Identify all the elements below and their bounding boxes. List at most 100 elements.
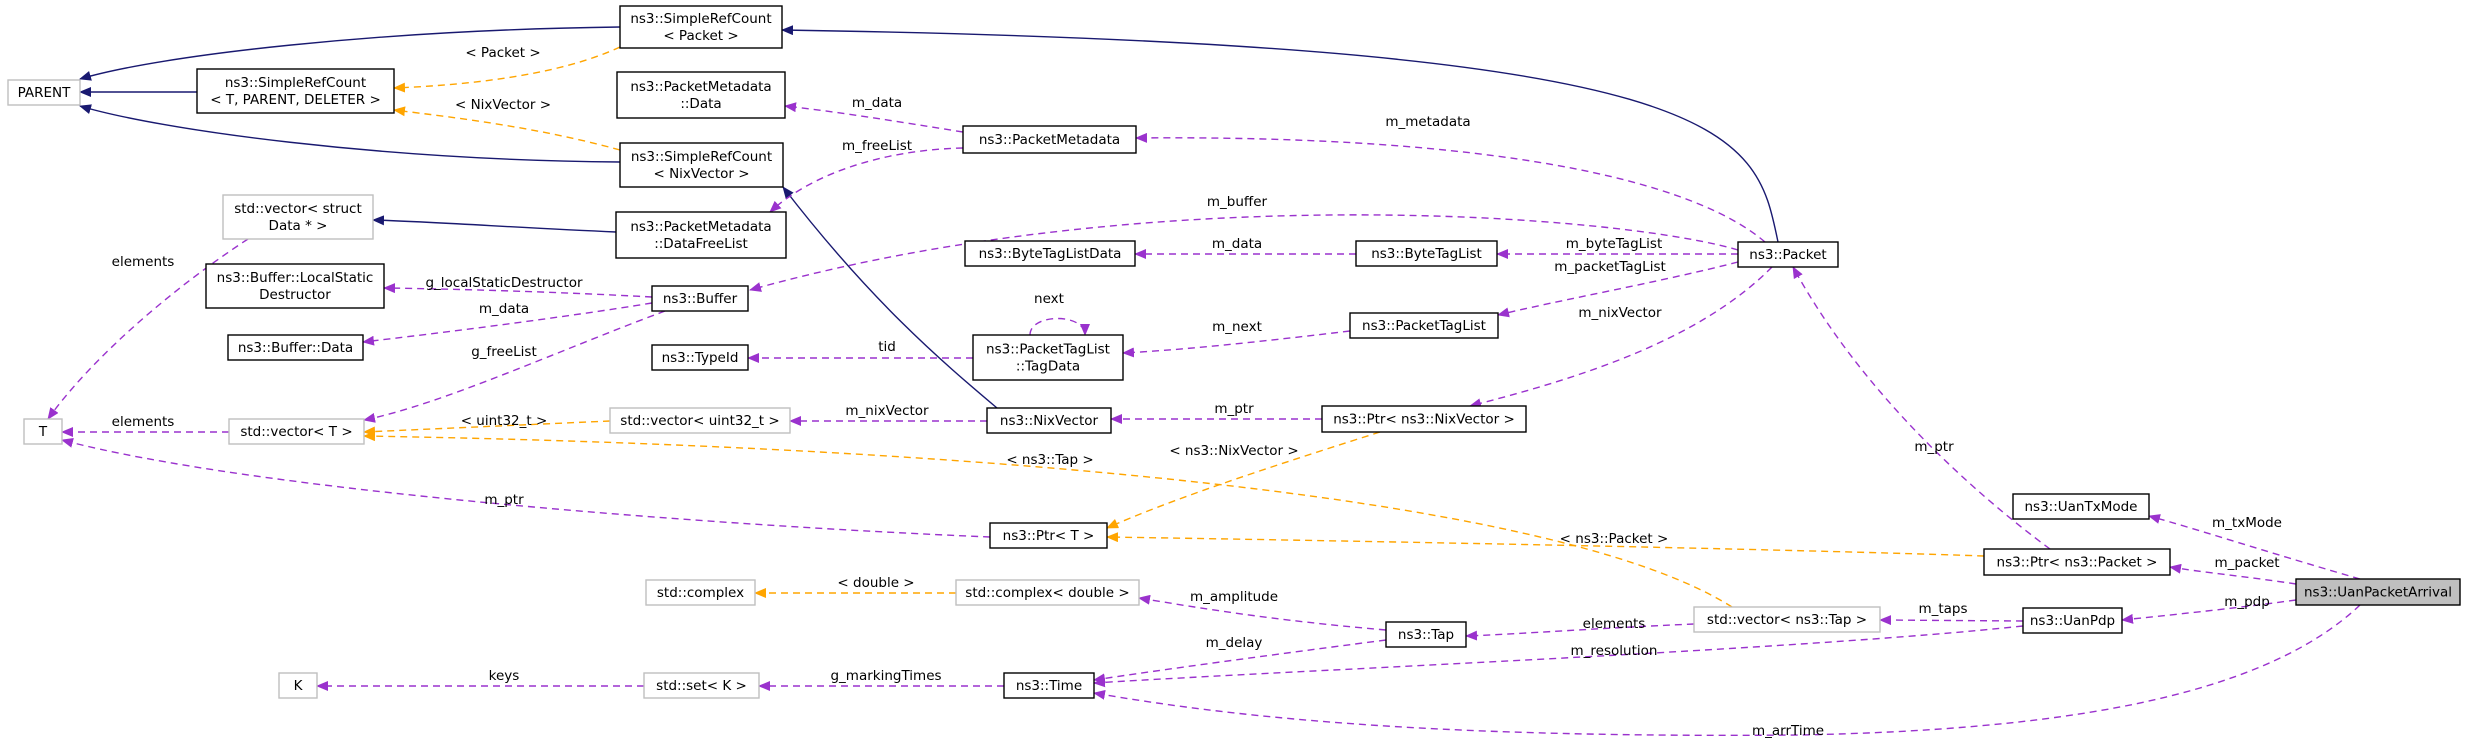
edge-uanpdp-to-vectap	[1879, 615, 2024, 626]
node-label: ns3::Ptr< T >	[1003, 528, 1095, 544]
node-label: < T, PARENT, DELETER >	[210, 92, 381, 108]
node-nixvector[interactable]: ns3::NixVector	[986, 407, 1112, 434]
node-packet[interactable]: ns3::Packet	[1737, 241, 1839, 268]
node-uantxmode[interactable]: ns3::UanTxMode	[2012, 493, 2150, 520]
node-box	[962, 125, 1137, 154]
edge-tap-to-time	[1093, 639, 1387, 684]
node-packetmetadata[interactable]: ns3::PacketMetadata	[962, 125, 1137, 154]
node-parent[interactable]: PARENT	[7, 79, 81, 106]
edge-label-next: next	[1034, 291, 1064, 307]
edge-label-m-ptr: m_ptr	[1914, 439, 1954, 455]
node-label: ns3::Buffer::LocalStatic	[217, 270, 374, 286]
node-k[interactable]: K	[278, 672, 318, 699]
node-label: ns3::PacketMetadata	[630, 79, 771, 95]
node-box	[222, 194, 374, 240]
node-label: ns3::PacketMetadata	[979, 132, 1120, 148]
edge-packettaglist-to-ptl-tagdata	[1122, 330, 1351, 358]
node-packettaglist[interactable]: ns3::PacketTagList	[1349, 312, 1499, 339]
node-box	[651, 285, 749, 312]
node-box	[615, 211, 787, 259]
node-label: ns3::TypeId	[662, 350, 739, 366]
node-box	[964, 240, 1136, 267]
edge-label-ns3-tap: < ns3::Tap >	[1006, 452, 1093, 468]
node-label: std::complex< double >	[965, 585, 1129, 601]
node-label: ns3::ByteTagListData	[979, 246, 1122, 262]
edge-label-elements: elements	[112, 254, 175, 270]
node-box	[651, 344, 749, 371]
edge-buffer-to-buffer-data	[362, 302, 653, 346]
node-uanpdp[interactable]: ns3::UanPdp	[2022, 607, 2123, 634]
node-vectap[interactable]: std::vector< ns3::Tap >	[1693, 606, 1881, 633]
node-buffer-data[interactable]: ns3::Buffer::Data	[227, 334, 364, 361]
edge-uanpacketarrival-to-time	[1093, 604, 2361, 737]
edge-labels-layer: < Packet > < NixVector > m_data m_freeListm…	[112, 45, 2282, 739]
node-ptrt[interactable]: ns3::Ptr< T >	[989, 522, 1108, 549]
node-label: ns3::Ptr< ns3::Packet >	[1997, 555, 2158, 571]
edge-label-m-arrtime: m_arrTime	[1752, 723, 1824, 739]
node-vecuint[interactable]: std::vector< uint32_t >	[609, 407, 791, 434]
node-label: ns3::ByteTagList	[1371, 246, 1482, 262]
node-label: std::vector< uint32_t >	[620, 413, 779, 429]
edge-packet-to-packettaglist	[1497, 261, 1739, 318]
node-vect[interactable]: std::vector< T >	[228, 418, 365, 445]
node-buffer[interactable]: ns3::Buffer	[651, 285, 749, 312]
edge-label-m-freelist: m_freeList	[842, 138, 912, 154]
node-tap[interactable]: ns3::Tap	[1385, 621, 1467, 648]
node-pm-data[interactable]: ns3::PacketMetadata::Data	[616, 71, 786, 119]
node-label: < NixVector >	[653, 166, 749, 182]
edge-src-nix-to-src-tpd	[393, 106, 621, 151]
node-ptrpacket[interactable]: ns3::Ptr< ns3::Packet >	[1983, 548, 2171, 576]
node-ptl-tagdata[interactable]: ns3::PacketTagList::TagData	[972, 334, 1124, 381]
node-label: ns3::PacketTagList	[986, 342, 1110, 358]
node-box	[1737, 241, 1839, 268]
edge-uanpacketarrival-to-ptrpacket	[2169, 563, 2297, 585]
node-label: ns3::SimpleRefCount	[630, 11, 771, 27]
node-bytetaglist[interactable]: ns3::ByteTagList	[1355, 240, 1498, 267]
node-box	[619, 5, 783, 49]
edge-label-g-localstaticdestructor: g_localStaticDestructor	[425, 275, 582, 291]
edge-ptrpacket-to-ptrt	[1106, 532, 1985, 557]
node-src-nix[interactable]: ns3::SimpleRefCount< NixVector >	[619, 142, 784, 188]
node-time[interactable]: ns3::Time	[1003, 672, 1095, 699]
node-complexdouble[interactable]: std::complex< double >	[955, 579, 1140, 606]
node-label: ns3::Time	[1016, 678, 1082, 694]
edge-label-g-markingtimes: g_markingTimes	[830, 668, 941, 684]
node-ptrnix[interactable]: ns3::Ptr< ns3::NixVector >	[1321, 405, 1527, 433]
node-box	[1321, 405, 1527, 433]
node-label: ::DataFreeList	[654, 236, 748, 252]
node-typeid[interactable]: ns3::TypeId	[651, 344, 749, 371]
node-label: ns3::Packet	[1749, 247, 1826, 263]
edge-label-m-data: m_data	[1212, 236, 1262, 252]
node-label: T	[38, 424, 48, 440]
node-label: ns3::SimpleRefCount	[225, 75, 366, 91]
node-label: ns3::NixVector	[1000, 413, 1099, 429]
node-stdcomplex[interactable]: std::complex	[645, 579, 756, 606]
node-box	[1983, 548, 2171, 576]
edge-nixvector-to-src-nix	[782, 186, 998, 409]
node-src-packet[interactable]: ns3::SimpleRefCount< Packet >	[619, 5, 783, 49]
node-bytetaglistdata[interactable]: ns3::ByteTagListData	[964, 240, 1136, 267]
edge-label-m-next: m_next	[1212, 319, 1262, 335]
node-uanpacketarrival[interactable]: ns3::UanPacketArrival	[2295, 578, 2461, 606]
edge-packet-to-buffer	[749, 214, 1739, 292]
node-setk[interactable]: std::set< K >	[643, 672, 760, 699]
edge-uanpacketarrival-to-uantxmode	[2148, 514, 2361, 580]
node-box	[645, 579, 756, 606]
edge-ptrt-to-t	[61, 437, 991, 538]
node-pm-datafreelist[interactable]: ns3::PacketMetadata::DataFreeList	[615, 211, 787, 259]
node-label: ns3::UanPacketArrival	[2304, 585, 2452, 601]
node-t[interactable]: T	[23, 418, 63, 445]
edge-packet-to-ptrnix	[1469, 266, 1773, 409]
edges-layer	[47, 25, 2361, 737]
node-box	[2012, 493, 2150, 520]
node-label: std::vector< T >	[240, 424, 352, 440]
node-label: std::vector< ns3::Tap >	[1707, 612, 1867, 628]
edge-vecstructdata-to-t	[47, 238, 249, 420]
edge-label-packet: < Packet >	[465, 45, 540, 61]
edge-src-packet-to-src-tpd	[393, 46, 621, 93]
node-src-tpd[interactable]: ns3::SimpleRefCount< T, PARENT, DELETER …	[196, 68, 395, 114]
